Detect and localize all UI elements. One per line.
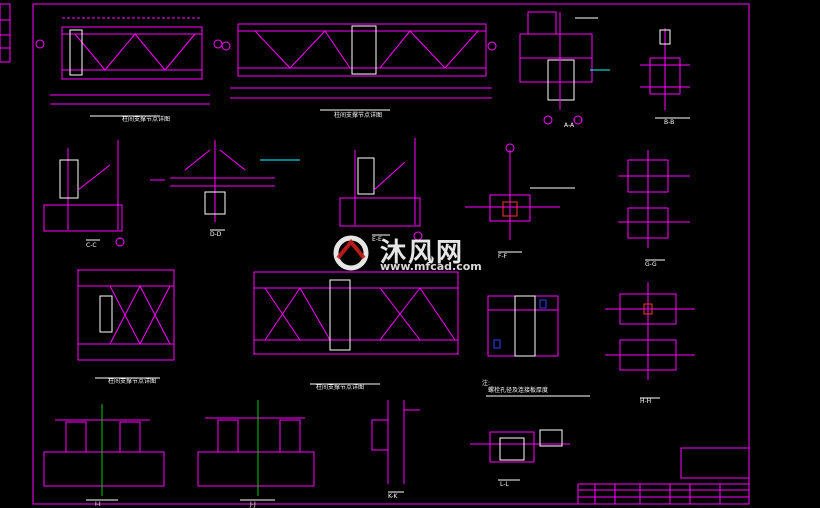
label-d: D-D [210,231,222,238]
title-block [577,447,750,505]
label-h: H-H [640,398,651,405]
detail-row2-e [618,150,690,261]
outer-border [32,3,750,505]
label-a: A-A [564,122,575,129]
detail-row2-a [43,140,125,247]
label-e: E-E [372,236,382,243]
detail-row2-c [339,138,423,241]
label-l: L-L [500,481,509,488]
label-i: I-I [95,501,101,508]
caption-note2: 注: [482,379,490,387]
section-labels: 柱间支撑节点详图 柱间支撑节点详图 柱间支撑节点详图 柱间支撑节点详图 螺栓孔径… [86,111,674,508]
detail-row4-c [371,400,420,493]
label-g: G-G [645,261,657,268]
caption-mid-center: 柱间支撑节点详图 [316,383,364,391]
detail-row3-d [605,282,695,399]
watermark: 沐风网 www.mfcad.com [328,232,498,274]
label-k: K-K [388,493,398,500]
caption-top-left: 柱间支撑节点详图 [122,115,170,123]
detail-row4-b [197,400,315,501]
left-binding-strip [0,3,11,63]
caption-note: 螺栓孔径及连接板厚度 [488,386,548,394]
mfcad-logo-icon [333,235,369,271]
detail-row4-a [43,404,165,501]
detail-row3-b [253,271,459,385]
detail-row4-d [470,429,570,481]
label-b: B-B [664,119,674,126]
detail-row2-d [465,143,575,253]
caption-top-mid: 柱间支撑节点详图 [334,111,382,119]
drawing-frame [0,3,750,505]
detail-row3-c [486,295,590,397]
label-j: J-J [249,501,256,508]
detail-row2-b [150,140,300,231]
detail-top-mid-truss [221,23,497,111]
detail-row3-a [77,269,175,379]
label-f: F-F [498,253,508,260]
detail-top-right-column [640,28,690,119]
detail-top-left-truss [35,17,223,117]
label-c: C-C [86,242,97,249]
detail-top-right-bracket [519,11,610,125]
caption-mid-left: 柱间支撑节点详图 [108,377,156,385]
watermark-url: www.mfcad.com [380,260,482,273]
watermark-text: 沐风网 [380,238,465,268]
